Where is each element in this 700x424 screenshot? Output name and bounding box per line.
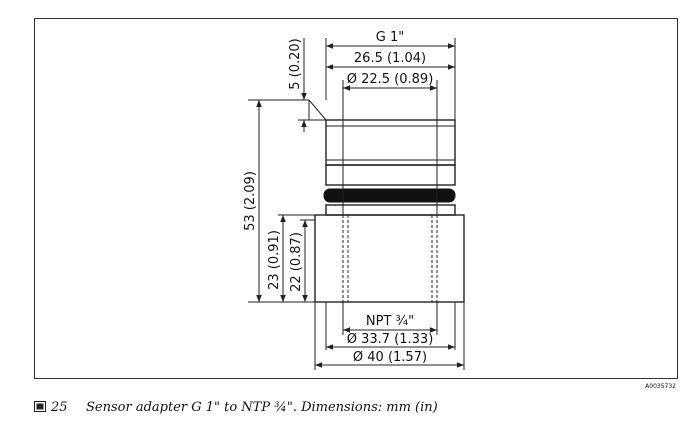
label-26-5: 26.5 (1.04) xyxy=(354,51,426,66)
figure-caption: Sensor adapter G 1" to NTP ¾". Dimension… xyxy=(86,400,438,415)
sensor-adapter-part xyxy=(308,99,465,303)
label-33-7: Ø 33.7 (1.33) xyxy=(347,332,434,347)
drawing-border xyxy=(34,18,678,379)
label-53: 53 (2.09) xyxy=(243,171,258,231)
drawing-id: A0035732 xyxy=(645,383,676,390)
label-22: 22 (0.87) xyxy=(289,232,304,292)
label-5: 5 (0.20) xyxy=(288,38,303,90)
figure-number: 25 xyxy=(50,400,68,415)
label-g1: G 1" xyxy=(376,30,404,45)
label-40: Ø 40 (1.57) xyxy=(353,350,427,365)
label-23: 23 (0.91) xyxy=(267,230,282,290)
o-ring xyxy=(323,188,456,203)
label-22-5: Ø 22.5 (0.89) xyxy=(347,72,434,87)
label-npt: NPT ¾" xyxy=(366,314,414,329)
figure-icon xyxy=(34,401,46,412)
